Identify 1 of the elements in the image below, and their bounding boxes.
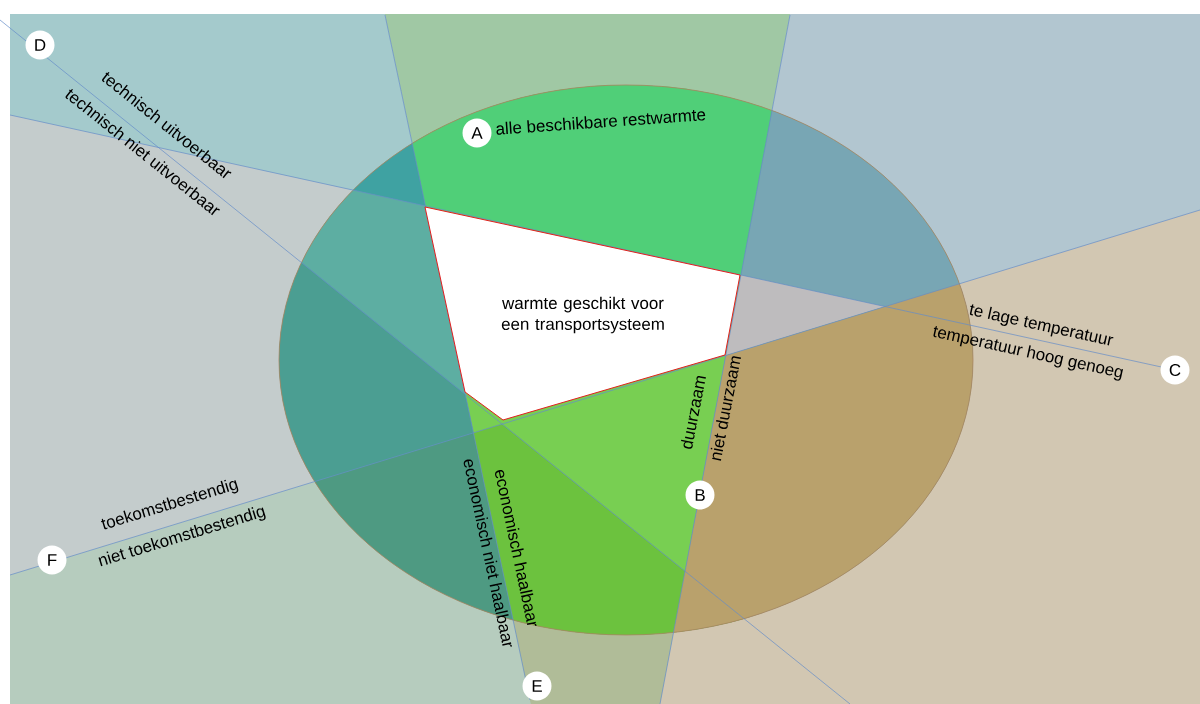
region-label: alle beschikbare restwarmte [496,109,706,135]
